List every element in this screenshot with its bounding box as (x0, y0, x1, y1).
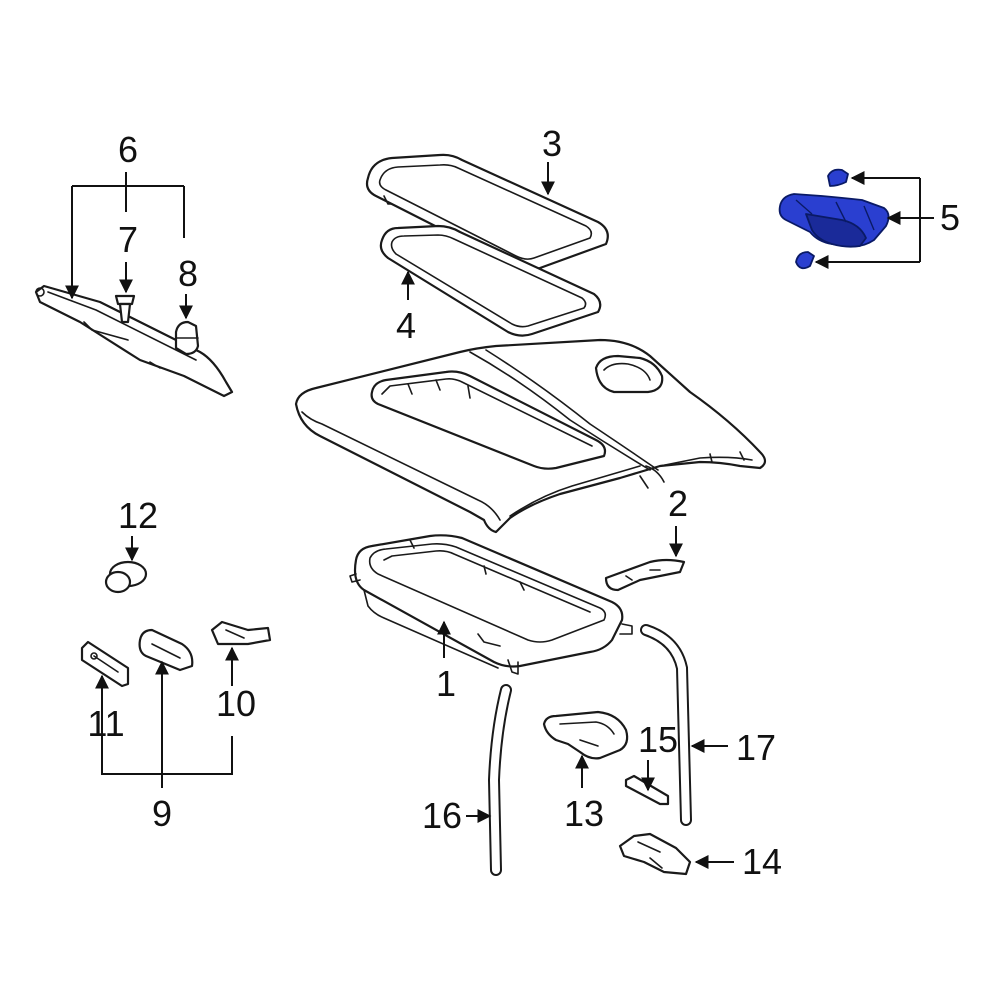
part-5-sunroof-motor (778, 168, 890, 270)
part-11-plate (80, 640, 130, 688)
callout-8: 8 (178, 253, 198, 294)
callout-15: 15 (638, 719, 678, 760)
part-12-grommet (104, 560, 148, 594)
callout-labels: 6 7 8 3 4 5 2 1 12 11 10 9 13 15 17 16 1… (87, 123, 960, 882)
part-1-sunroof-housing (349, 534, 633, 675)
part-10-bracket (210, 620, 272, 646)
callout-10: 10 (216, 683, 256, 724)
callout-7: 7 (118, 219, 138, 260)
part-7-bolt (114, 294, 136, 324)
part-14-bracket (618, 832, 692, 876)
roof-panel (294, 338, 767, 534)
callout-5: 5 (940, 197, 960, 238)
callout-16: 16 (422, 795, 462, 836)
callout-9: 9 (152, 793, 172, 834)
leader-lines (65, 162, 934, 869)
callout-2: 2 (668, 483, 688, 524)
callout-11: 11 (87, 703, 124, 744)
callout-3: 3 (542, 123, 562, 164)
callout-17: 17 (736, 727, 776, 768)
callout-12: 12 (118, 495, 158, 536)
callout-4: 4 (396, 305, 416, 346)
part-13-bracket (542, 710, 629, 760)
callout-1: 1 (436, 663, 456, 704)
part-9-bracket (138, 628, 194, 672)
callout-13: 13 (564, 793, 604, 834)
callout-6: 6 (118, 129, 138, 170)
part-6-rail (34, 284, 234, 398)
part-2-bracket (604, 558, 686, 592)
part-8-clip (174, 320, 200, 356)
part-16-drain-hose (487, 684, 512, 876)
part-4-glass-seal (379, 224, 602, 337)
part-17-drain-hose (640, 624, 692, 826)
callout-14: 14 (742, 841, 782, 882)
